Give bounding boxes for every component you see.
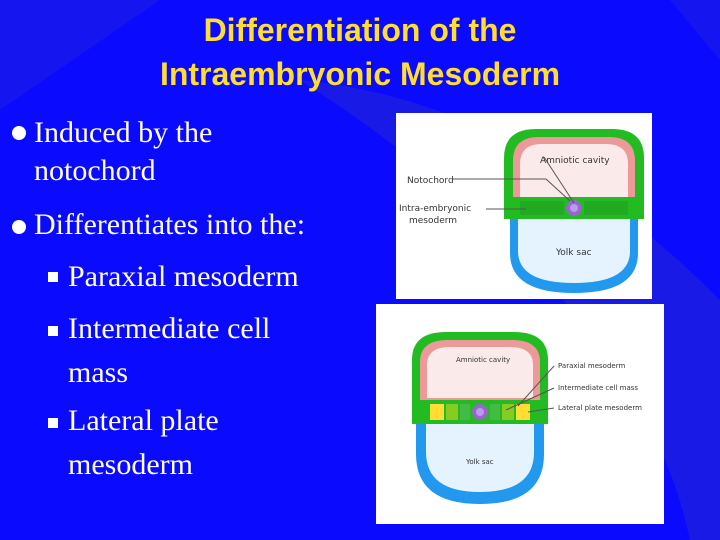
subbullet-square <box>48 272 58 282</box>
label-amniotic-cavity: Amniotic cavity <box>540 156 610 166</box>
subbullet-3-line-1: Lateral plate <box>68 404 219 437</box>
title-line-1: Differentiation of the <box>203 12 517 48</box>
label-amniotic-cavity-2: Amniotic cavity <box>456 356 510 364</box>
subbullet-2-line-1: Intermediate cell <box>68 312 271 345</box>
label-yolk-sac-2: Yolk sac <box>465 458 494 466</box>
label-intraembryonic-1: Intra-embryonic <box>399 204 471 214</box>
subbullet-3-line-2: mesoderm <box>68 448 193 481</box>
diagram-1-panel: Notochord Intra-embryonic mesoderm Amnio… <box>396 113 652 299</box>
bullet-dot <box>12 126 26 140</box>
subbullet-square <box>48 326 58 336</box>
title-line-2: Intraembryonic Mesoderm <box>159 56 561 92</box>
subbullet-square <box>48 418 58 428</box>
bullet-1-line-2: notochord <box>34 154 156 187</box>
embryo-diagram-2: Amniotic cavity Paraxial mesoderm Interm… <box>412 332 642 504</box>
label-notochord: Notochord <box>407 176 454 186</box>
bullet-dot <box>12 220 26 234</box>
bullet-2-line-1: Differentiates into the: <box>34 208 306 241</box>
embryo-diagram-1: Notochord Intra-embryonic mesoderm Amnio… <box>399 129 644 293</box>
label-yolk-sac: Yolk sac <box>555 248 592 258</box>
diagram-2-panel: Amniotic cavity Paraxial mesoderm Interm… <box>376 304 664 524</box>
bullet-1-line-1: Induced by the <box>34 116 213 149</box>
label-lateral-plate-mesoderm: Lateral plate mesoderm <box>558 404 642 412</box>
subbullet-2-line-2: mass <box>68 356 128 389</box>
label-intraembryonic-2: mesoderm <box>409 216 457 226</box>
label-intermediate-cell-mass: Intermediate cell mass <box>558 384 638 392</box>
label-paraxial-mesoderm: Paraxial mesoderm <box>558 362 625 370</box>
subbullet-1: Paraxial mesoderm <box>68 260 299 293</box>
